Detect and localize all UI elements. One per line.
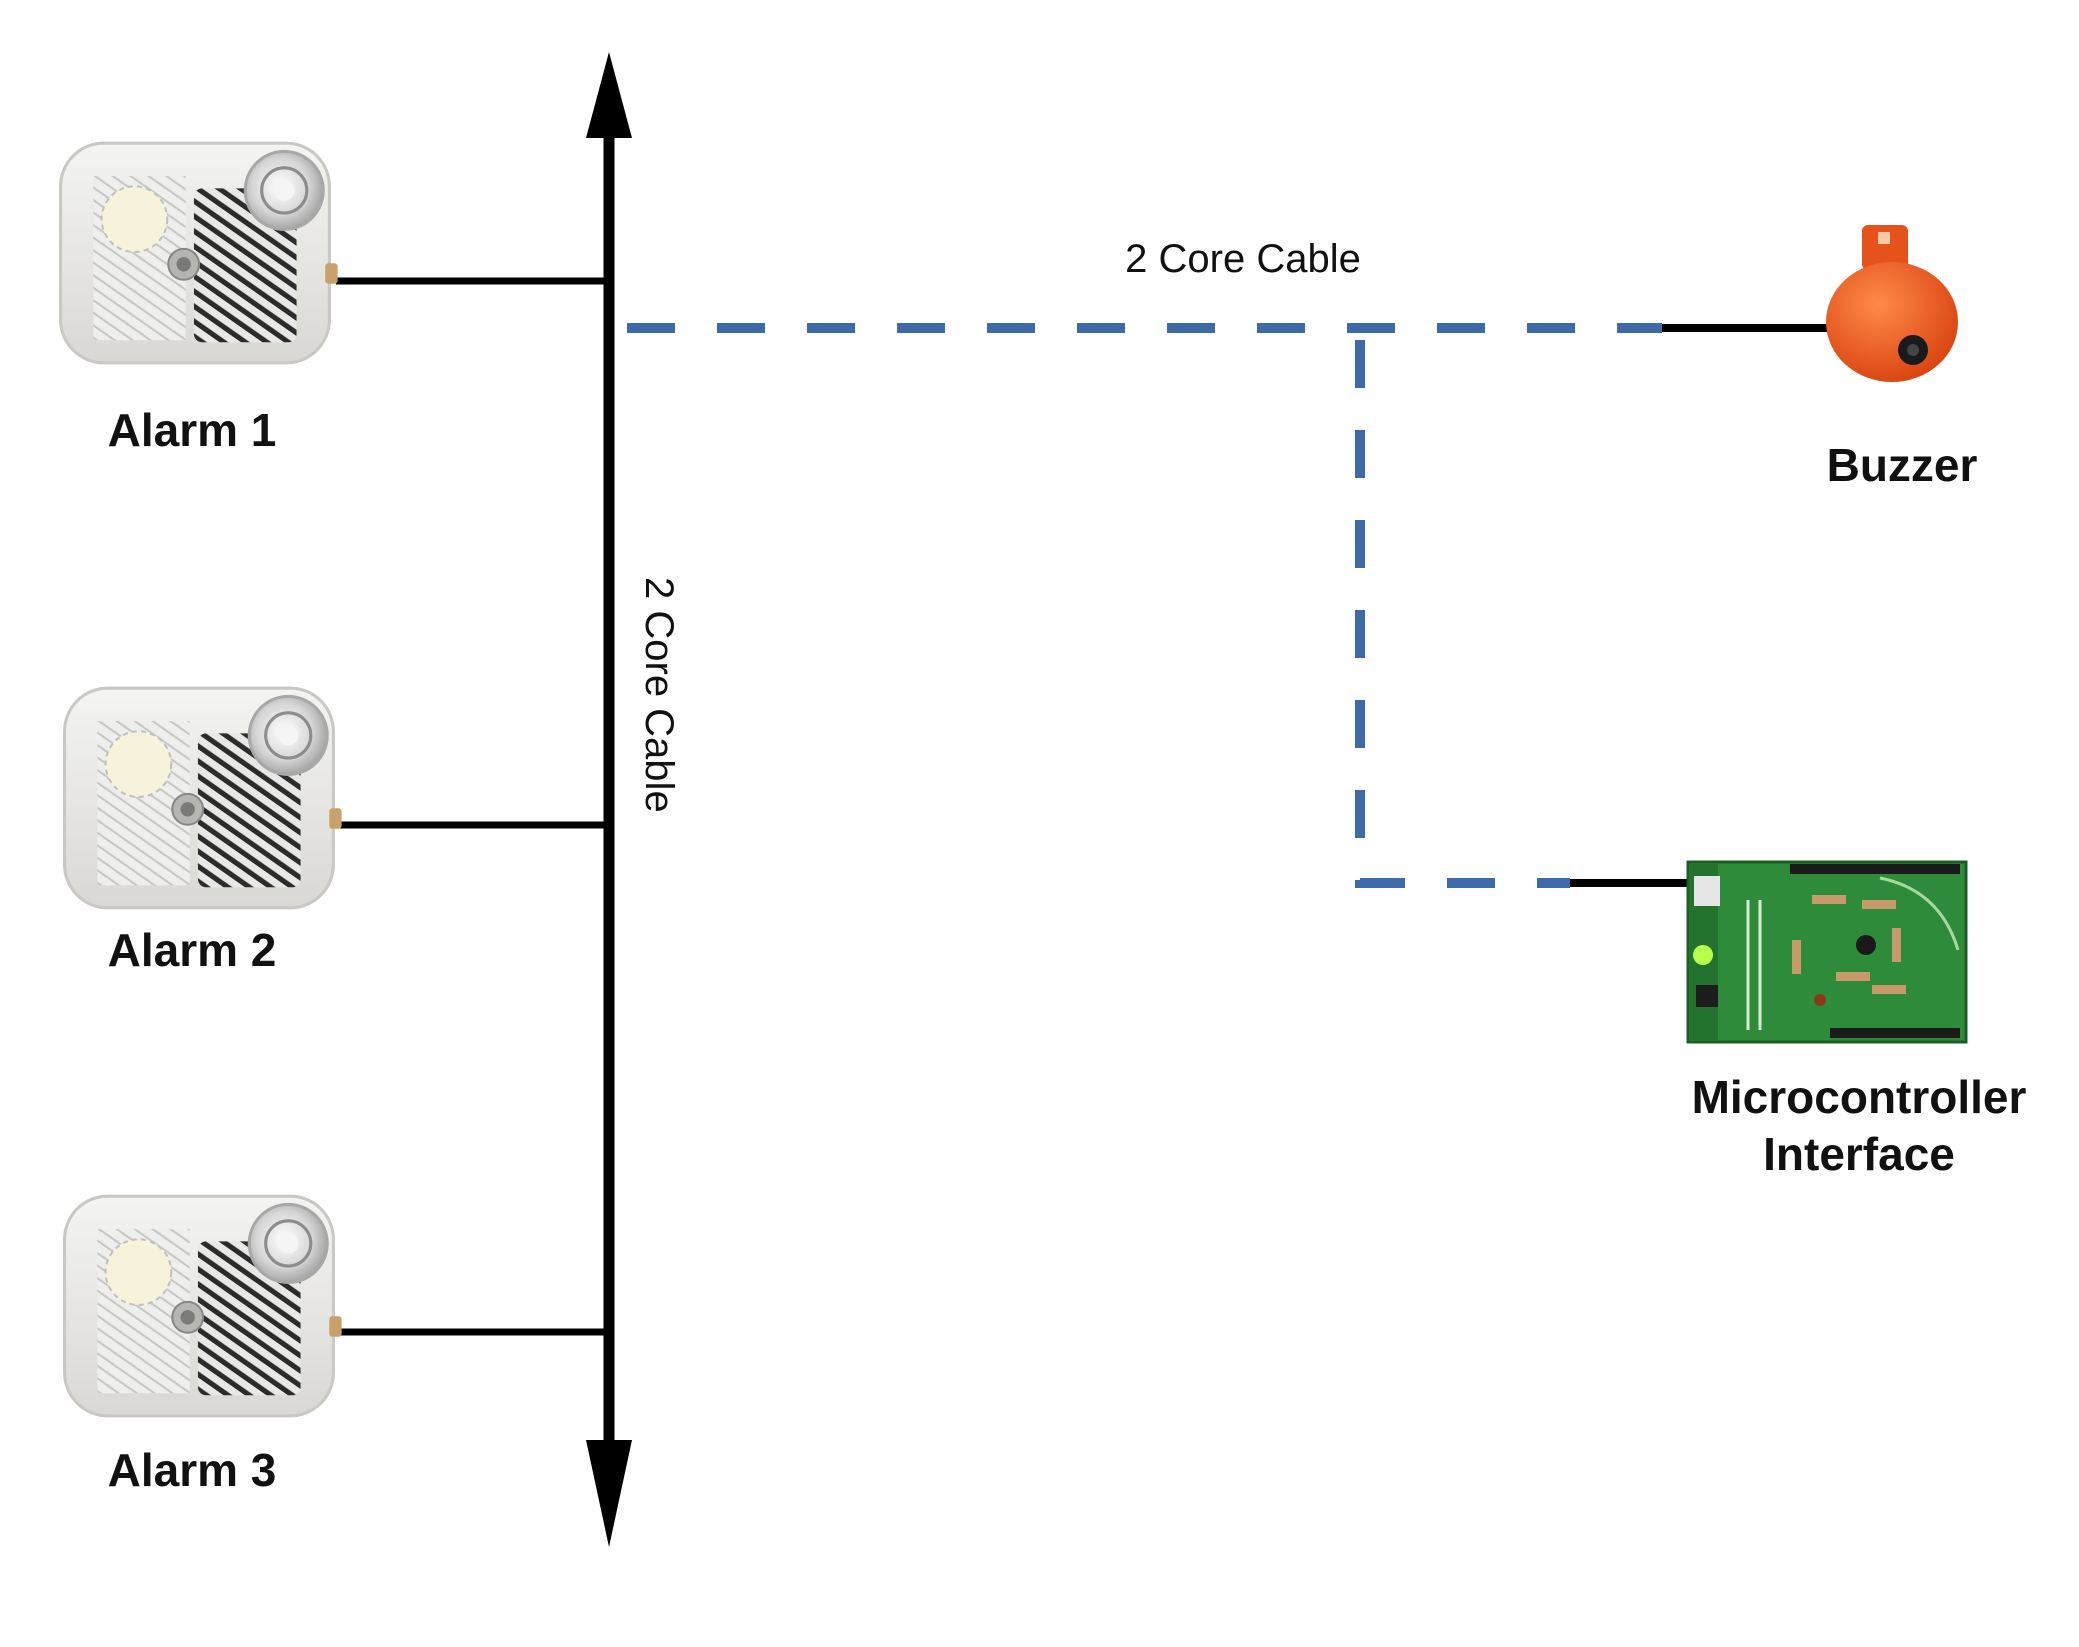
- alarm-3: Alarm 3: [63, 1194, 344, 1496]
- arrow-up-icon: [586, 52, 632, 138]
- bus-cable: [586, 52, 632, 1547]
- alarm-2-label: Alarm 2: [108, 924, 277, 976]
- smoke-alarm-icon: [63, 686, 344, 910]
- buzzer: Buzzer: [1826, 225, 1977, 491]
- smoke-alarm-icon: [63, 1194, 344, 1418]
- microcontroller-interface: Microcontroller Interface: [1686, 860, 2027, 1180]
- signal-cable-label: 2 Core Cable: [1125, 237, 1361, 281]
- buzzer-label: Buzzer: [1827, 439, 1978, 491]
- buzzer-icon: [1826, 225, 1958, 382]
- bus-cable-label: 2 Core Cable: [637, 577, 681, 813]
- smoke-alarm-icon: [59, 141, 340, 365]
- signal-cable: [627, 323, 1662, 888]
- circuit-board-icon: [1686, 860, 1968, 1044]
- alarm-2: Alarm 2: [63, 686, 344, 976]
- arrow-down-icon: [586, 1440, 632, 1547]
- microcontroller-label-line1: Microcontroller: [1692, 1071, 2027, 1123]
- microcontroller-label-line2: Interface: [1763, 1128, 1955, 1180]
- alarm-1: Alarm 1: [59, 141, 340, 456]
- alarm-1-label: Alarm 1: [108, 404, 277, 456]
- alarm-3-label: Alarm 3: [108, 1444, 277, 1496]
